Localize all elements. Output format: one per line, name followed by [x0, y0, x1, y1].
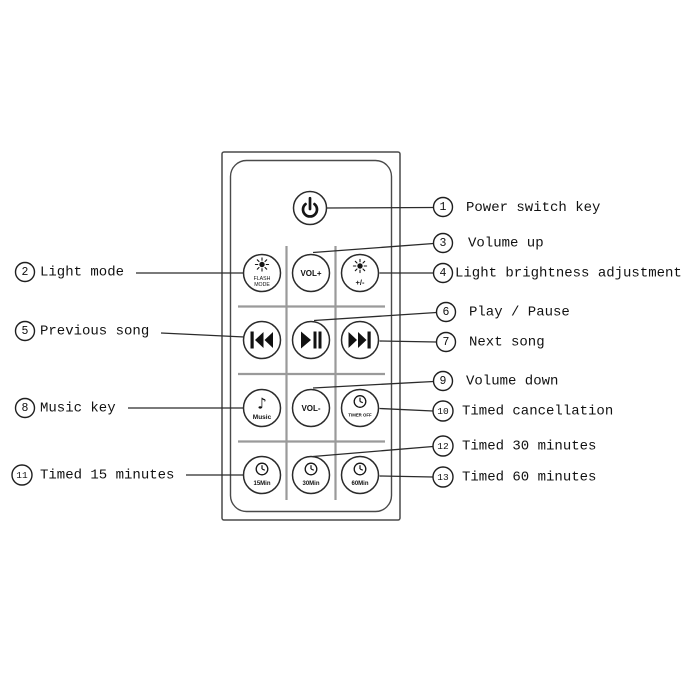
line-timed-cancel — [379, 407, 434, 412]
number-badge — [432, 370, 454, 392]
number-badge — [432, 466, 454, 488]
volume-down-button: VOL- — [291, 388, 331, 428]
line-play-pause — [313, 311, 437, 322]
number-badge — [432, 232, 454, 254]
timer-off-button: TIMER OFF — [340, 388, 380, 428]
number-badge — [432, 196, 454, 218]
line-volume-down — [312, 380, 434, 389]
clock-icon — [353, 395, 367, 408]
line-next-song — [379, 340, 437, 343]
line-power — [326, 206, 434, 209]
previous-song-button — [242, 320, 282, 360]
power-button — [292, 190, 328, 226]
callout-lines — [128, 206, 437, 478]
timer-30-button: 30Min — [291, 455, 331, 495]
timer-60-button: 60Min — [340, 455, 380, 495]
callout-timed-15: 11 Timed 15 minutes — [11, 464, 174, 486]
callout-light-mode: 2 Light mode — [14, 261, 124, 283]
callout-label: Volume up — [468, 236, 544, 252]
timer-off-label: TIMER OFF — [348, 412, 372, 417]
number-badge — [432, 400, 454, 422]
timer-15-button: 15Min — [242, 455, 282, 495]
callout-number: 1 — [440, 201, 447, 214]
callout-number: 11 — [16, 470, 28, 481]
callout-timed-30: 12 Timed 30 minutes — [432, 435, 596, 457]
number-badge — [14, 320, 36, 342]
callout-label: Play / Pause — [469, 305, 570, 321]
clock-icon — [304, 462, 318, 476]
callout-number: 6 — [443, 306, 450, 319]
callout-label: Volume down — [466, 374, 558, 390]
volume-up-button: VOL+ — [291, 253, 331, 293]
number-badge — [11, 464, 33, 486]
timer-60-label: 60Min — [351, 481, 368, 487]
flash-mode-label-1: FLASH — [254, 276, 271, 282]
callout-previous-song: 5 Previous song — [14, 320, 149, 342]
callout-label: Next song — [469, 335, 545, 351]
callout-power: 1 Power switch key — [432, 196, 600, 218]
music-label: Music — [253, 414, 272, 421]
callout-number: 4 — [440, 267, 447, 280]
volume-up-label: VOL+ — [300, 269, 321, 278]
callout-number: 8 — [22, 402, 29, 415]
callout-label: Timed cancellation — [462, 404, 613, 420]
callout-volume-up: 3 Volume up — [432, 232, 544, 254]
callout-play-pause: 6 Play / Pause — [435, 301, 570, 323]
next-song-button — [340, 320, 380, 360]
line-timed-30 — [312, 445, 434, 458]
flash-mode-button: FLASH MODE — [242, 253, 282, 293]
play-pause-icon — [301, 331, 322, 349]
music-note-icon: ♪ — [257, 395, 267, 413]
callout-number: 12 — [437, 441, 449, 452]
callout-label: Timed 30 minutes — [462, 439, 596, 455]
volume-down-label: VOL- — [301, 404, 320, 413]
number-badge — [432, 262, 454, 284]
line-previous-song — [160, 332, 245, 338]
callout-number: 10 — [437, 406, 449, 417]
timer-15-label: 15Min — [253, 481, 270, 487]
callout-number: 5 — [22, 325, 29, 338]
button-grid-lines — [238, 246, 385, 500]
callout-label: Light brightness adjustment — [455, 266, 682, 282]
number-badge — [432, 435, 454, 457]
play-pause-button — [291, 320, 331, 360]
callout-number: 7 — [443, 336, 450, 349]
callout-label: Light mode — [40, 265, 124, 281]
callout-music-key: 8 Music key — [14, 397, 116, 419]
callout-label: Timed 15 minutes — [40, 468, 174, 484]
timer-30-label: 30Min — [302, 481, 319, 487]
power-icon — [301, 196, 319, 218]
line-timed-60 — [379, 475, 434, 478]
callout-number: 3 — [440, 237, 447, 250]
callout-brightness: 4 Light brightness adjustment — [432, 262, 682, 284]
number-badge — [435, 331, 457, 353]
callout-timed-60: 13 Timed 60 minutes — [432, 466, 596, 488]
line-volume-up — [312, 242, 434, 254]
number-badge — [14, 397, 36, 419]
callout-volume-down: 9 Volume down — [432, 370, 558, 392]
callout-number: 13 — [437, 472, 449, 483]
music-button: ♪ Music — [242, 388, 282, 428]
brightness-button: +/- — [340, 253, 380, 293]
callout-next-song: 7 Next song — [435, 331, 545, 353]
skip-forward-icon — [348, 331, 371, 349]
sun-icon — [352, 258, 368, 274]
skip-back-icon — [250, 331, 273, 349]
callout-number: 9 — [440, 375, 447, 388]
clock-icon — [353, 462, 367, 476]
sun-icon — [254, 257, 270, 272]
clock-icon — [255, 462, 269, 476]
callout-timed-cancel: 10 Timed cancellation — [432, 400, 613, 422]
callout-label: Power switch key — [466, 200, 600, 216]
callout-label: Previous song — [40, 324, 149, 340]
number-badge — [435, 301, 457, 323]
callout-number: 2 — [22, 266, 29, 279]
number-badge — [14, 261, 36, 283]
callout-label: Music key — [40, 401, 116, 417]
flash-mode-label-2: MODE — [254, 282, 270, 288]
callout-label: Timed 60 minutes — [462, 470, 596, 486]
brightness-label: +/- — [356, 278, 365, 287]
